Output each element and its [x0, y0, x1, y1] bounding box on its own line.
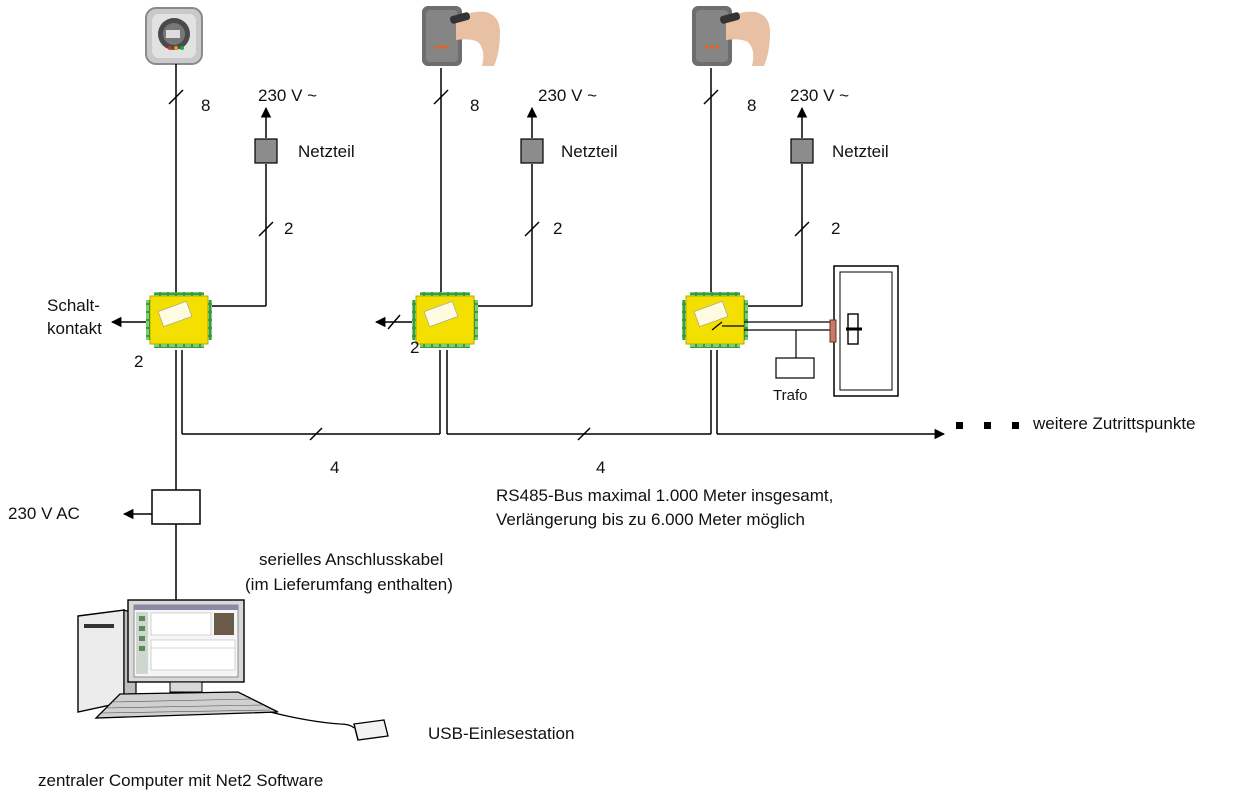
usb-station [353, 719, 389, 741]
reader-1-cable-count: 8 [201, 96, 211, 115]
psu-2-box [520, 138, 544, 164]
bus-segment-2-count: 4 [596, 458, 606, 477]
reader-1-psu-label: Netzteil [298, 142, 355, 161]
computer-workstation [77, 599, 355, 729]
reader-2-proximity [422, 6, 500, 66]
psu-3-box [790, 138, 814, 164]
door-assembly [744, 265, 899, 397]
usb-station-label: USB-Einlesestation [428, 724, 575, 743]
reader-1-psu-count: 2 [284, 219, 294, 238]
psu-1-box [254, 138, 278, 164]
bus-segment-1-count: 4 [330, 458, 340, 477]
bus-note-line-2: Verlängerung bis zu 6.000 Meter möglich [496, 510, 806, 529]
reader-2-psu-count: 2 [553, 219, 563, 238]
reader-2-psu-label: Netzteil [561, 142, 618, 161]
reader-cables [168, 64, 719, 292]
rs485-bus [175, 350, 946, 490]
reader-3-psu-label: Netzteil [832, 142, 889, 161]
controller-1-output-count: 2 [134, 352, 144, 371]
reader-2-cable-count: 8 [470, 96, 480, 115]
controller-outputs [110, 314, 412, 330]
reader-3-psu-count: 2 [831, 219, 841, 238]
bus-note-line-1: RS485-Bus maximal 1.000 Meter insgesamt, [496, 486, 834, 505]
computer-caption: zentraler Computer mit Net2 Software [38, 771, 324, 790]
serial-cable-line-2: (im Lieferumfang enthalten) [245, 575, 453, 594]
controller-2 [412, 292, 478, 348]
reader-3-proximity [692, 6, 770, 66]
more-access-points-label: weitere Zutrittspunkte [1033, 414, 1196, 433]
reader-3-power-label: 230 V ~ [790, 86, 850, 105]
reader-2-power-label: 230 V ~ [538, 86, 598, 105]
controller-1 [146, 292, 212, 348]
reader-3-cable-count: 8 [747, 96, 757, 115]
psu-wiring [208, 106, 810, 307]
serial-cable-line-1: serielles Anschlusskabel [259, 550, 444, 569]
interface-wiring [122, 489, 201, 600]
interface-power-label: 230 V AC [8, 504, 80, 523]
controller-2-output-count: 2 [410, 338, 420, 357]
reader-1-keyfob [145, 7, 203, 65]
switch-contact-label: Schalt- kontakt [47, 296, 102, 338]
continuation-dots [956, 422, 1019, 429]
controller-3 [682, 292, 748, 348]
trafo-label: Trafo [773, 387, 808, 404]
reader-1-power-label: 230 V ~ [258, 86, 318, 105]
trafo-box [775, 357, 815, 379]
